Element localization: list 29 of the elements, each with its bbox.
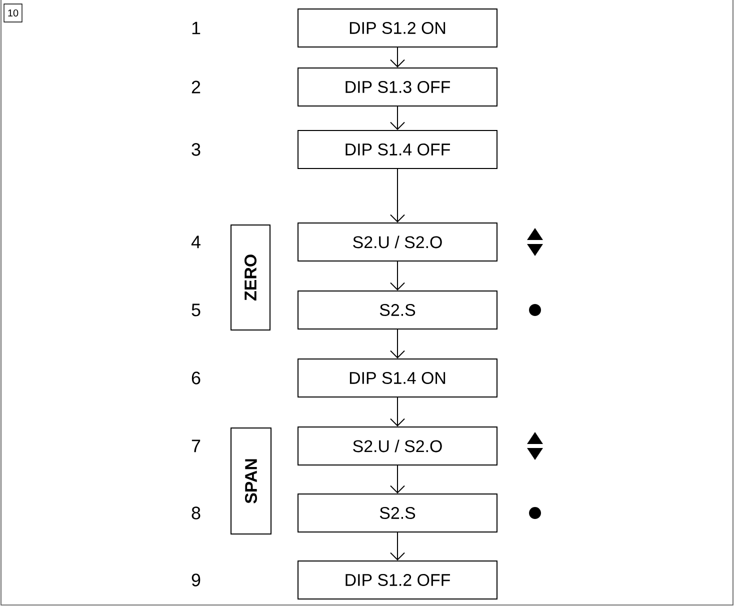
step-box: S2.S: [298, 493, 498, 532]
arrow: [390, 464, 405, 494]
step-box: DIP S1.3 OFF: [298, 68, 498, 106]
step-box: DIP S1.2 ON: [298, 8, 498, 48]
arrow: [390, 328, 405, 358]
step-number: 4: [191, 236, 200, 248]
group-label-box: SPAN: [230, 427, 272, 534]
step-number: 3: [192, 143, 200, 156]
arrow: [390, 168, 405, 222]
step-number: 8: [192, 506, 200, 520]
step-box: S2.U / S2.O: [298, 426, 498, 466]
step-number: 1: [192, 22, 200, 34]
arrow: [390, 532, 405, 560]
step-number: 9: [192, 574, 200, 586]
step-box: S2.S: [298, 290, 498, 330]
arrow: [390, 47, 405, 68]
arrow: [390, 260, 405, 290]
step-box: DIP S1.4 ON: [298, 358, 498, 398]
step-box: DIP S1.2 OFF: [298, 560, 498, 600]
step-box: DIP S1.4 OFF: [298, 130, 498, 169]
step-number: 6: [192, 372, 200, 384]
figure-number-box: 10: [4, 4, 22, 22]
group-label-box: ZERO: [230, 224, 270, 330]
step-box: S2.U / S2.O: [298, 222, 498, 262]
step-number: 2: [192, 80, 200, 94]
arrow: [390, 106, 405, 130]
step-number: 5: [192, 304, 200, 316]
arrow: [390, 396, 405, 426]
step-number: 7: [192, 440, 200, 452]
